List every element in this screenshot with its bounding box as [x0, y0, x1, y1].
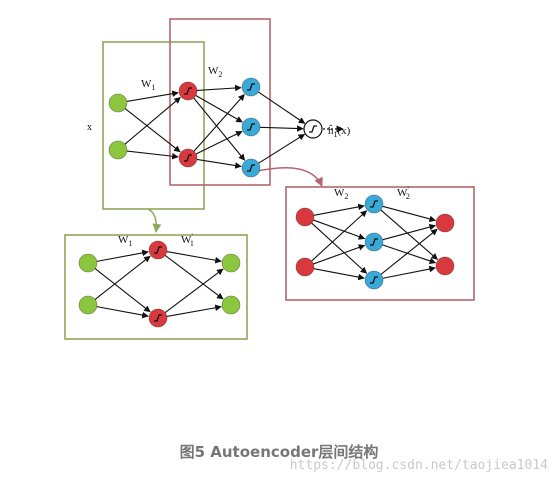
- input-x-label: x: [87, 122, 92, 133]
- w1-prime-label: W'1: [181, 232, 194, 248]
- ae1-decoder-edge: [166, 251, 222, 264]
- output-edge: [258, 91, 306, 124]
- network-nodes: [78, 77, 455, 328]
- encoder-layer1-box: [102, 41, 205, 210]
- w1-ae1-subscript: 1: [128, 239, 132, 248]
- w1-edge: [124, 108, 181, 153]
- encoder-layer2-box: [169, 18, 271, 186]
- sigmoid-glyph-icon: [154, 246, 162, 254]
- watermark: https://blog.csdn.net/taojiea1014: [289, 458, 548, 473]
- ae1-encoder-edge: [96, 306, 149, 319]
- ae2-encoder-edge: [313, 268, 365, 281]
- node-icon-in1: [108, 93, 128, 113]
- node-icon-a1o1: [221, 253, 241, 273]
- w1-label: W1: [141, 78, 155, 92]
- ae2-decoder-edge: [382, 265, 436, 279]
- node-icon-a2i2: [295, 257, 315, 277]
- w2-ae2-letter: W: [334, 187, 345, 199]
- ae2-decoder-edge: [382, 205, 436, 223]
- w2-edge: [193, 97, 246, 161]
- w1-prime-subscript: 1: [190, 239, 194, 248]
- figure-caption: 图5 Autoencoder层间结构: [179, 443, 379, 461]
- w2-edge: [195, 130, 243, 155]
- ae2-encoder-edge: [313, 244, 366, 265]
- w1-edge: [126, 90, 179, 103]
- w2-ae2-subscript: 2: [344, 192, 348, 201]
- w2-prime-subscript: 2: [406, 192, 410, 201]
- w1-edge: [126, 150, 179, 160]
- node-icon-a1o2: [221, 295, 241, 315]
- output-label: ĥ1(x): [328, 124, 351, 139]
- w2-edge: [196, 84, 242, 92]
- w1-prime-letter: W: [181, 234, 192, 246]
- w2-prime-superscript: ': [407, 185, 409, 194]
- autoencoder2-box: [285, 186, 475, 301]
- w2-prime-letter: W: [397, 187, 408, 199]
- autoencoder1-box: [64, 234, 248, 340]
- sigmoid-glyph-icon: [247, 83, 255, 91]
- ae1-decoder-edge: [164, 254, 224, 300]
- network-edges: [94, 84, 438, 319]
- node-icon-a2o1: [435, 213, 455, 233]
- w2-edge: [193, 93, 245, 152]
- w2-letter: W: [208, 65, 219, 77]
- ae2-decoder-edge: [380, 228, 438, 275]
- node-icon-a1i1: [78, 253, 98, 273]
- green-connector-arrow: [147, 208, 162, 233]
- node-icon-in2: [108, 140, 128, 160]
- output-edge: [258, 133, 306, 164]
- sigmoid-glyph-icon: [247, 164, 255, 172]
- red-connector-arrow: [257, 167, 323, 187]
- output-edge: [259, 125, 304, 132]
- w2-edge: [196, 158, 242, 169]
- sigmoid-glyph-icon: [184, 154, 192, 162]
- w2-prime-label: W'2: [397, 185, 410, 201]
- sigmoid-glyph-icon: [370, 238, 378, 246]
- output-subscript: 1: [334, 130, 338, 139]
- node-icon-a2i1: [295, 207, 315, 227]
- ae1-decoder-edge: [166, 304, 222, 317]
- ae2-encoder-edge: [311, 210, 368, 262]
- w1-edge: [124, 97, 181, 145]
- w2-subscript: 2: [218, 70, 222, 79]
- output-argument: (x): [338, 125, 351, 137]
- ae1-encoder-edge: [94, 268, 151, 313]
- ae1-encoder-edge: [94, 255, 151, 300]
- sigmoid-glyph-icon: [247, 123, 255, 131]
- w1-letter: W: [141, 78, 152, 90]
- ae2-encoder-edge: [311, 222, 368, 274]
- ae2-decoder-edge: [380, 209, 438, 260]
- sigmoid-glyph-icon: [370, 200, 378, 208]
- w1-ae1-letter: W: [118, 234, 129, 246]
- w1-label-ae1: W1: [118, 234, 132, 248]
- node-icon-a1i2: [78, 295, 98, 315]
- ae2-decoder-edge: [382, 244, 437, 265]
- sigmoid-glyph-icon: [309, 125, 317, 133]
- sigmoid-glyph-icon: [154, 314, 162, 322]
- w2-label-ae2: W2: [334, 187, 348, 201]
- sigmoid-glyph-icon: [370, 276, 378, 284]
- sigmoid-glyph-icon: [184, 87, 192, 95]
- w2-label: W2: [208, 65, 222, 79]
- w1-prime-superscript: ': [191, 232, 193, 241]
- ae1-decoder-edge: [164, 268, 224, 314]
- output-letter: ĥ: [328, 124, 334, 137]
- ae2-decoder-edge: [382, 223, 436, 241]
- node-icon-a2o2: [435, 256, 455, 276]
- w2-edge: [195, 94, 243, 123]
- w1-subscript: 1: [151, 83, 155, 92]
- ae2-encoder-edge: [313, 203, 365, 216]
- ae2-encoder-edge: [313, 219, 366, 240]
- ae1-encoder-edge: [96, 249, 149, 262]
